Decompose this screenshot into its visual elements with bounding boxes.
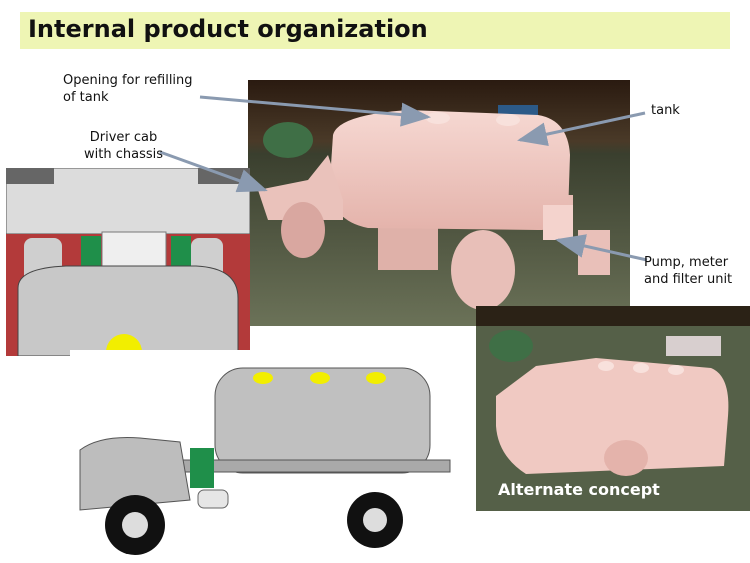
title-banner: Internal product organization: [20, 12, 730, 49]
label-tank: tank: [651, 103, 680, 118]
label-cab: Driver cab with chassis: [84, 130, 163, 162]
alternate-concept-caption: Alternate concept: [498, 480, 660, 499]
cad-isometric-view: [70, 350, 475, 563]
cad-top-view: [6, 168, 250, 356]
label-opening: Opening for refilling of tank: [63, 73, 193, 105]
page-title: Internal product organization: [28, 15, 428, 43]
alternate-concept-photo: Alternate concept: [476, 306, 750, 511]
label-pump: Pump, meter and filter unit: [644, 255, 733, 287]
foam-model-photo: [248, 80, 630, 326]
